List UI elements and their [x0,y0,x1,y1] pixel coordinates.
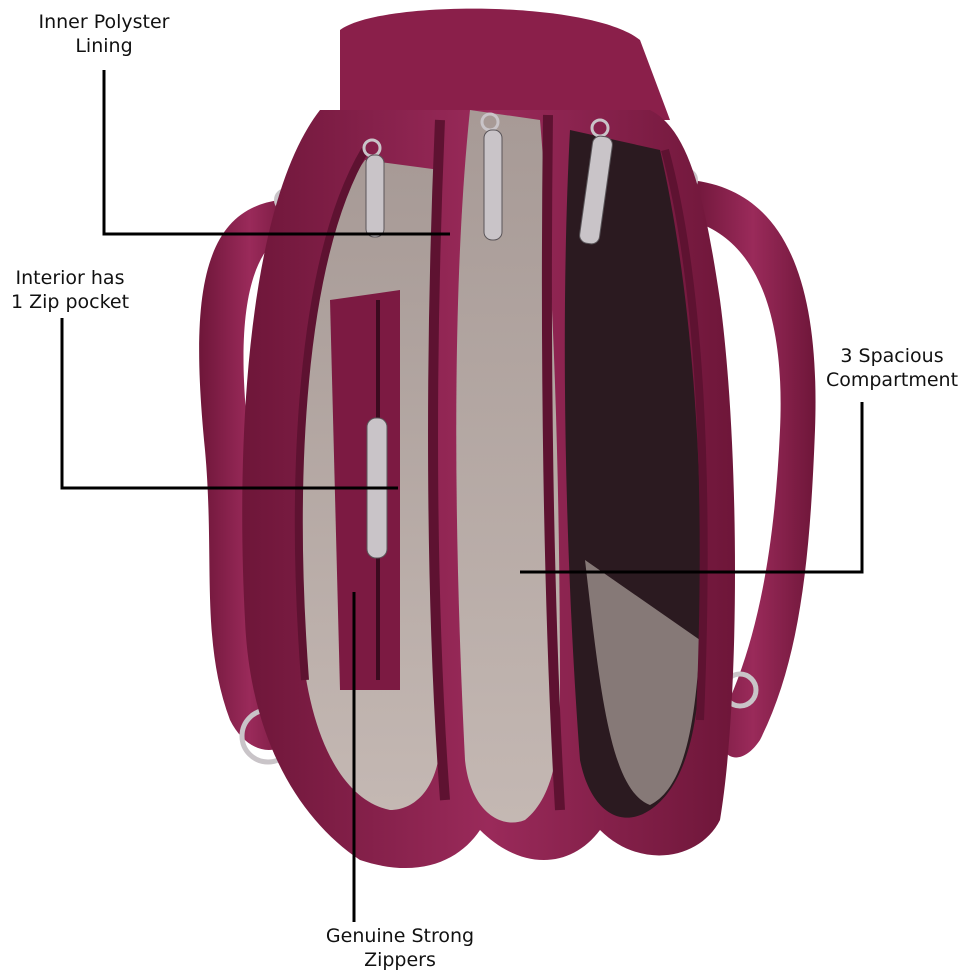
leader-pocket [60,318,398,490]
callout-zippers-line1: Genuine Strong [325,925,475,947]
callout-lining-line2: Lining [75,35,133,57]
zip-pocket-panel [330,290,400,690]
callout-compartments-line2: Compartment [825,369,959,391]
zipper-pull-1 [362,138,385,238]
callout-inner-lining: Inner Polyster Lining [14,10,194,58]
callout-compartments: 3 Spacious Compartment [812,344,968,392]
callout-compartments-line1: 3 Spacious [840,345,944,367]
zipper-pull-3 [579,118,613,245]
zipper-pull-2 [480,112,503,241]
callout-lining-line1: Inner Polyster [38,11,170,33]
leader-compartments [520,402,864,574]
callout-zippers-line2: Zippers [364,949,436,971]
right-strap [690,180,816,758]
callout-pocket-line1: Interior has [15,267,125,289]
callout-pocket-line2: 1 Zip pocket [10,291,130,313]
bag-top [340,8,670,120]
leader-lines [60,70,864,922]
compartment-3-lower [585,560,700,805]
callout-zippers: Genuine Strong Zippers [300,924,500,972]
leader-lining [102,70,450,236]
callout-zip-pocket: Interior has 1 Zip pocket [0,266,150,314]
compartment-2-lining [456,110,560,823]
